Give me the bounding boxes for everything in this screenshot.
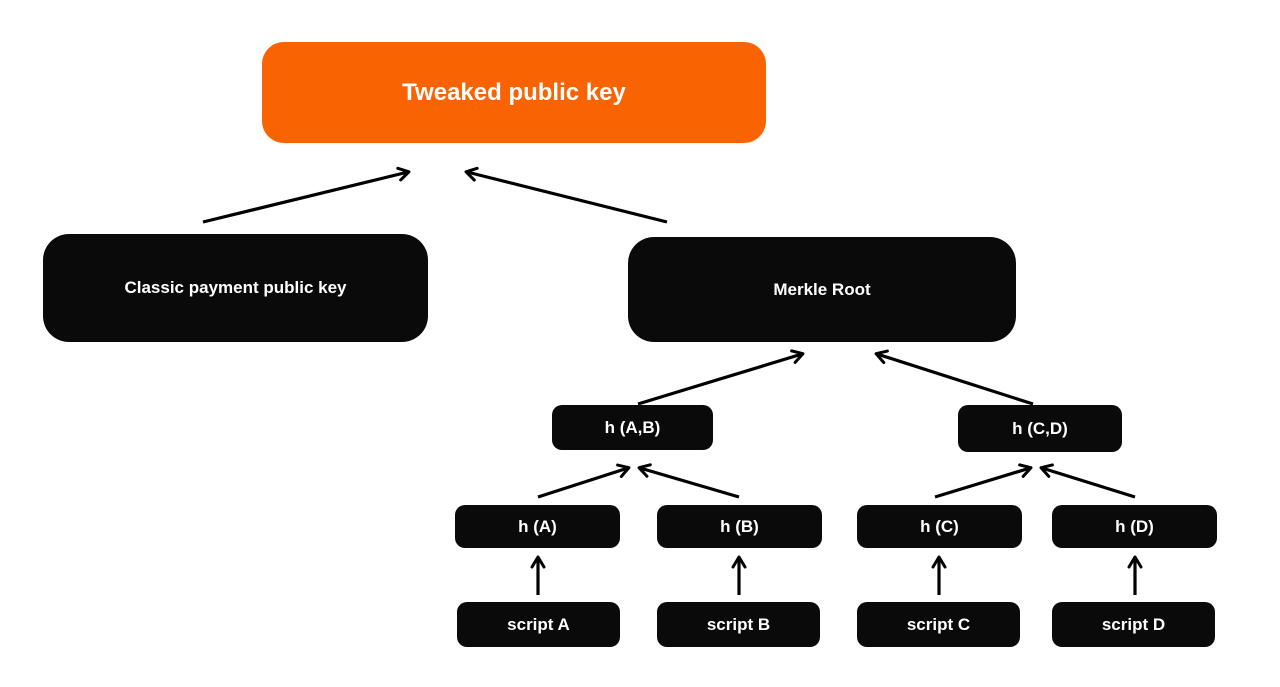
node-label: h (A)	[518, 516, 557, 536]
node-merkle-root: Merkle Root	[628, 237, 1016, 342]
node-label: Merkle Root	[773, 279, 871, 299]
node-h-a: h (A)	[455, 505, 620, 548]
node-h-ab: h (A,B)	[552, 405, 713, 450]
node-label: h (B)	[720, 516, 759, 536]
arrow-merkle-to-tweaked	[464, 166, 668, 224]
node-label: script D	[1101, 614, 1166, 634]
arrow-hab-to-merkle	[637, 349, 805, 406]
node-label: script C	[906, 614, 971, 634]
node-script-c: script C	[857, 602, 1020, 647]
arrow-hd-to-hcd	[1039, 463, 1136, 499]
node-h-d: h (D)	[1052, 505, 1217, 548]
node-label: Tweaked public key	[402, 78, 626, 106]
arrow-hb-to-hab	[637, 463, 740, 499]
node-label: script B	[706, 614, 771, 634]
node-label: h (C,D)	[1012, 418, 1068, 438]
node-label: h (A,B)	[604, 417, 661, 437]
node-script-b: script B	[657, 602, 820, 647]
node-label: script A	[507, 614, 570, 634]
node-h-c: h (C)	[857, 505, 1022, 548]
node-label: h (C)	[920, 516, 959, 536]
node-h-cd: h (C,D)	[958, 405, 1122, 452]
arrow-ha-to-hab	[537, 463, 631, 499]
node-script-d: script D	[1052, 602, 1215, 647]
node-h-b: h (B)	[657, 505, 822, 548]
arrow-hcd-to-merkle	[874, 349, 1034, 406]
node-tweaked-public-key: Tweaked public key	[262, 42, 766, 143]
node-label: h (D)	[1115, 516, 1154, 536]
node-label: Classic payment public key	[124, 278, 347, 297]
arrow-classic-to-tweaked	[202, 166, 411, 224]
arrow-hc-to-hcd	[934, 463, 1033, 499]
node-script-a: script A	[457, 602, 620, 647]
node-classic-payment-public-key: Classic payment public key	[43, 234, 428, 342]
